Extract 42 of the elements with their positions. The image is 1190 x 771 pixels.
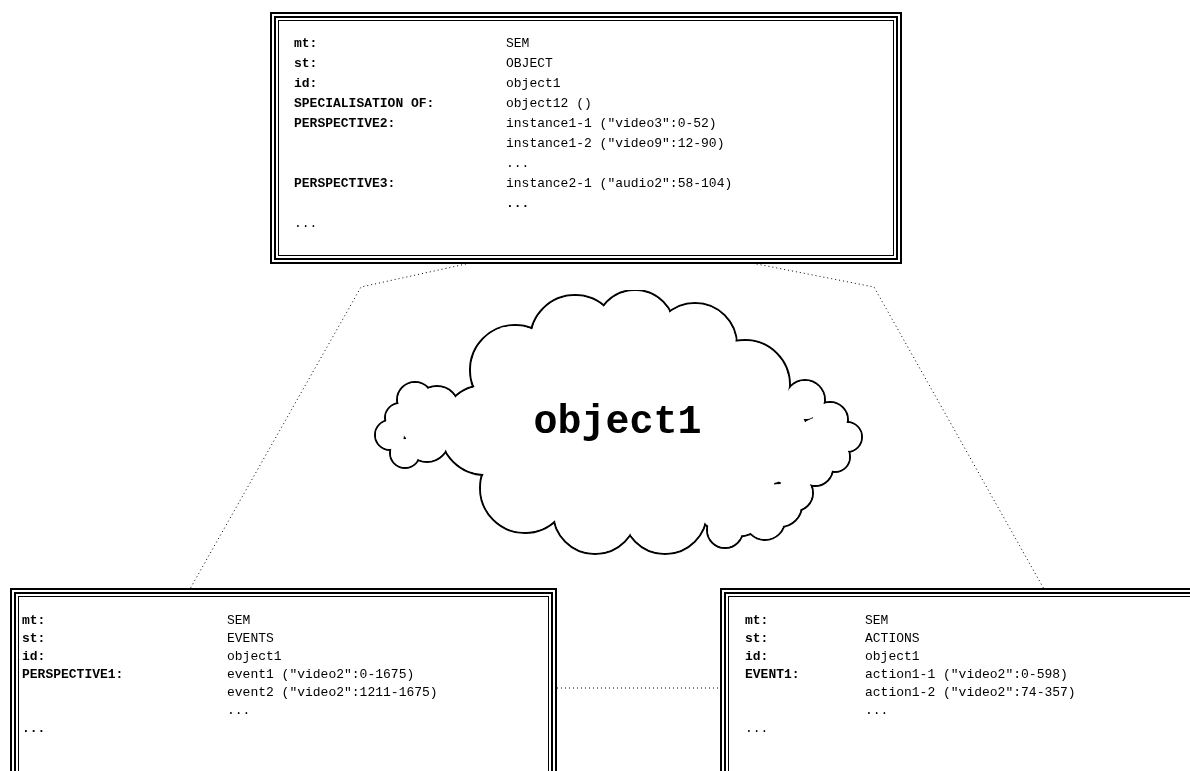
field-value: event2 ("video2":1211-1675) [227, 684, 439, 702]
field-value: action1-2 ("video2":74-357) [865, 684, 1077, 702]
field-label: mt: [22, 612, 47, 630]
field-value: EVENTS [227, 630, 275, 648]
field-value: event1 ("video2":0-1675) [227, 666, 416, 684]
field-label: id: [745, 648, 770, 666]
field-value: ... [506, 195, 531, 213]
field-value: ... [506, 155, 531, 173]
field-label: SPECIALISATION OF: [294, 95, 436, 113]
field-value: SEM [227, 612, 252, 630]
cloud-label: object1 [533, 402, 702, 443]
field-label: PERSPECTIVE2: [294, 115, 397, 133]
field-label: st: [22, 630, 47, 648]
field-label: mt: [745, 612, 770, 630]
field-value: instance1-2 ("video9":12-90) [506, 135, 726, 153]
field-value: object12 () [506, 95, 593, 113]
record-box [10, 588, 557, 771]
field-value: instance1-1 ("video3":0-52) [506, 115, 718, 133]
field-value: object1 [506, 75, 562, 93]
field-value: object1 [227, 648, 283, 666]
record-box [270, 12, 902, 264]
field-label: st: [294, 55, 319, 73]
field-value: OBJECT [506, 55, 554, 73]
field-label: id: [22, 648, 47, 666]
field-label: EVENT1: [745, 666, 801, 684]
field-label: mt: [294, 35, 319, 53]
field-value: SEM [865, 612, 890, 630]
field-value: ACTIONS [865, 630, 921, 648]
field-value: object1 [865, 648, 921, 666]
field-label: PERSPECTIVE3: [294, 175, 397, 193]
field-value: SEM [506, 35, 531, 53]
field-value: ... [227, 702, 252, 720]
field-label: ... [294, 215, 319, 233]
field-value: instance2-1 ("audio2":58-104) [506, 175, 734, 193]
field-value: action1-1 ("video2":0-598) [865, 666, 1069, 684]
field-label: PERSPECTIVE1: [22, 666, 125, 684]
record-box [720, 588, 1190, 771]
field-label: st: [745, 630, 770, 648]
field-value: ... [865, 702, 890, 720]
field-label: ... [745, 720, 770, 738]
field-label: ... [22, 720, 47, 738]
field-label: id: [294, 75, 319, 93]
